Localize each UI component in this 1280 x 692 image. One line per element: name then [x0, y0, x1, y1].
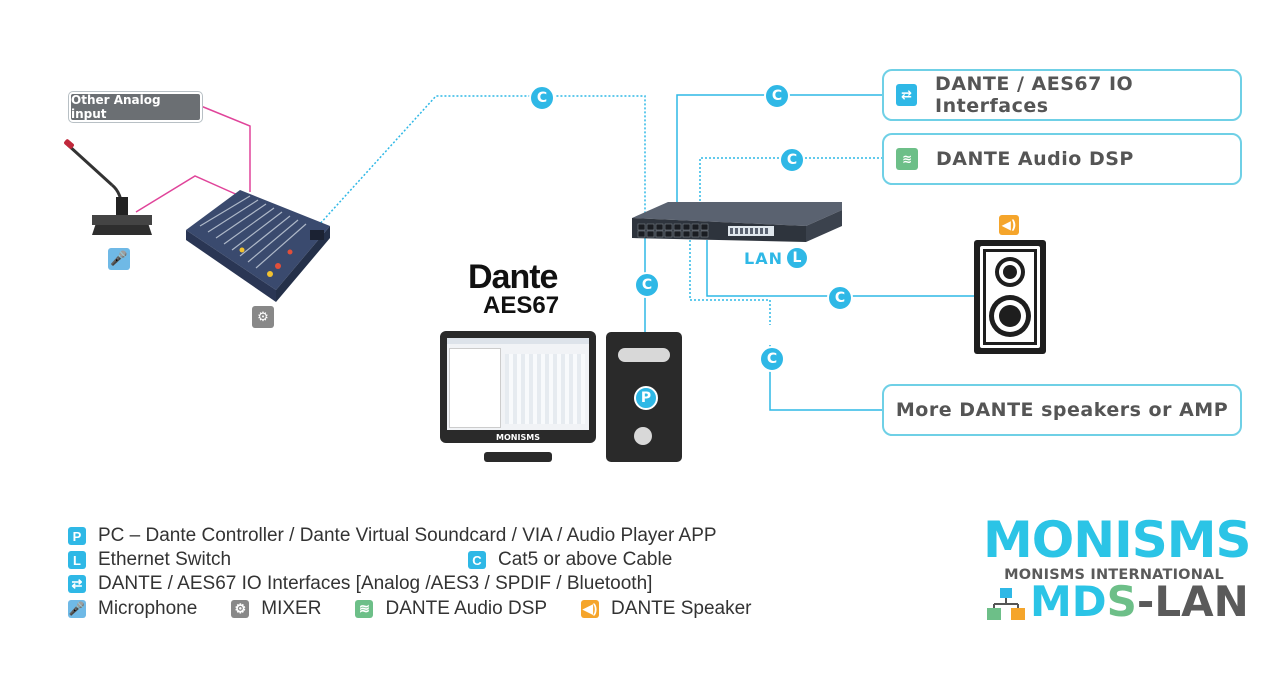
sliders-icon: ⚙	[252, 306, 274, 328]
ethernet-switch	[632, 202, 842, 242]
io-interfaces-box: ⇄ DANTE / AES67 IO Interfaces	[882, 69, 1242, 121]
analog-cable-mic	[135, 175, 241, 213]
cable-badge: C	[827, 285, 853, 311]
other-analog-input-label: Other Analog input	[69, 92, 202, 122]
product-lan: -LAN	[1136, 577, 1249, 626]
aes67-logo: AES67	[483, 292, 560, 319]
more-speakers-label: More DANTE speakers or AMP	[895, 399, 1229, 421]
speaker-volume-icon: ◀)	[581, 600, 600, 618]
cable-badge: C	[759, 346, 785, 372]
io-interfaces-label: DANTE / AES67 IO Interfaces	[935, 73, 1134, 117]
pc-legend-icon: P	[68, 527, 86, 545]
legend-cable: C Cat5 or above Cable	[468, 549, 672, 571]
legend-switch: L Ethernet Switch	[68, 549, 231, 571]
legend-speaker-text: DANTE Speaker	[611, 598, 752, 619]
cable-switch-dsp	[699, 157, 882, 225]
cable-switch-more-dotted	[689, 240, 771, 325]
cable-switch-io	[676, 94, 882, 224]
speaker-volume-icon: ◀)	[999, 215, 1019, 235]
cable-badge: C	[529, 85, 555, 111]
waveform-icon: ≋	[896, 148, 918, 170]
legend-pc: P PC – Dante Controller / Dante Virtual …	[68, 525, 717, 547]
legend-devices: 🎤 Microphone ⚙ MIXER ≋ DANTE Audio DSP ◀…	[68, 598, 752, 620]
legend-cable-text: Cat5 or above Cable	[498, 549, 673, 570]
monitor-stand	[484, 452, 552, 462]
microphone-illustration	[64, 139, 152, 235]
network-icon	[987, 588, 1025, 620]
switch-legend-icon: L	[68, 551, 86, 569]
product-s: S	[1106, 577, 1137, 626]
legend-io: ⇄ DANTE / AES67 IO Interfaces [Analog /A…	[68, 573, 652, 595]
audio-dsp-box: ≋ DANTE Audio DSP	[882, 133, 1242, 185]
mixer-illustration	[186, 190, 330, 302]
cable-switch-more	[769, 345, 882, 411]
legend-mixer-text: MIXER	[261, 598, 322, 619]
monitor-brand: MONISMS	[496, 433, 540, 442]
monitor-screen	[447, 338, 589, 430]
cable-badge: C	[764, 83, 790, 109]
monitor: MONISMS	[440, 331, 596, 443]
arrows-exchange-icon: ⇄	[68, 575, 86, 593]
product-name: MDS-LAN	[1030, 578, 1249, 626]
product-md: MD	[1030, 577, 1107, 626]
brand-name: MONISMS	[983, 511, 1252, 569]
switch-badge: L	[785, 246, 809, 270]
waveform-icon: ≋	[355, 600, 374, 618]
microphone-icon: 🎤	[108, 248, 130, 270]
lan-label: LAN	[744, 249, 783, 268]
legend-io-text: DANTE / AES67 IO Interfaces [Analog /AES…	[98, 573, 653, 594]
speaker-illustration	[974, 240, 1046, 354]
sliders-icon: ⚙	[231, 600, 250, 618]
more-speakers-box: More DANTE speakers or AMP	[882, 384, 1242, 436]
analog-cable-other-input	[195, 103, 251, 192]
dante-logo: Dante	[468, 258, 558, 296]
cable-mixer-switch	[317, 95, 646, 227]
legend-switch-text: Ethernet Switch	[98, 549, 232, 570]
microphone-icon: 🎤	[68, 600, 86, 618]
brand-subtitle: MONISMS INTERNATIONAL	[1004, 567, 1224, 583]
pc-badge: P	[634, 386, 658, 410]
legend-mic-text: Microphone	[98, 598, 198, 619]
arrows-exchange-icon: ⇄	[896, 84, 918, 106]
legend-dsp-text: DANTE Audio DSP	[385, 598, 548, 619]
legend-pc-text: PC – Dante Controller / Dante Virtual So…	[98, 525, 717, 546]
cable-badge: C	[779, 147, 805, 173]
cable-switch-speaker	[706, 240, 975, 297]
audio-dsp-label: DANTE Audio DSP	[936, 148, 1134, 170]
cable-legend-icon: C	[468, 551, 486, 569]
cable-badge: C	[634, 272, 660, 298]
